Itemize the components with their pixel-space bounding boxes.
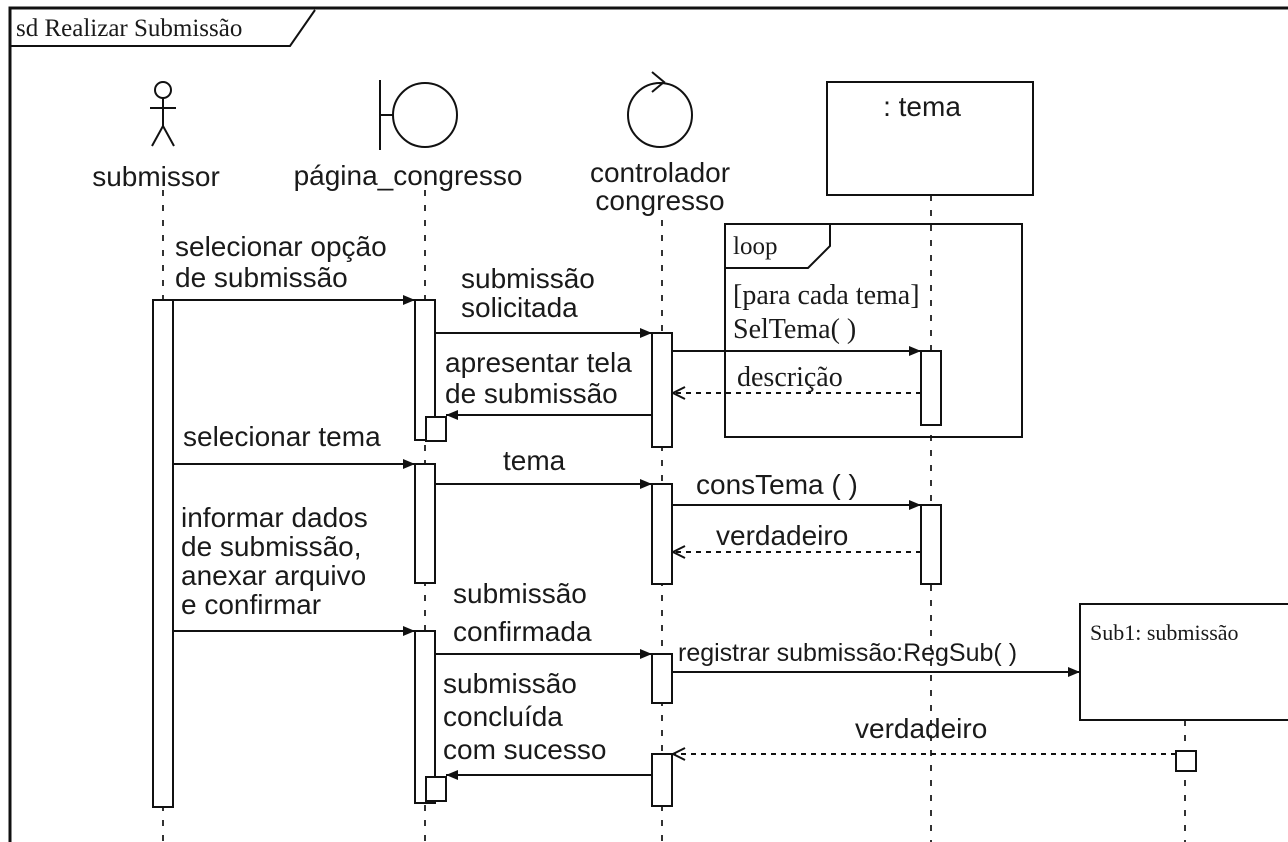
activation-controlador-2 (651, 483, 673, 585)
msg-submissao-concluida-2: concluída (443, 701, 563, 732)
object-label-tema: : tema (883, 91, 961, 122)
msg-verdadeiro-2: verdadeiro (855, 713, 987, 744)
actor-icon (150, 81, 176, 147)
activation-submissor (152, 299, 174, 808)
msg-registrar: registrar submissão:RegSub( ) (678, 639, 1017, 667)
msg-tema: tema (503, 445, 566, 476)
activation-tema-1 (920, 350, 942, 426)
msg-verdadeiro-1: verdadeiro (716, 520, 848, 551)
activation-pagina-3-self (425, 776, 447, 802)
activation-controlador-4 (651, 753, 673, 807)
msg-informar-dados-4: e confirmar (181, 589, 321, 620)
msg-selecionar-opcao-2: de submissão (175, 262, 348, 293)
msg-informar-dados-1: informar dados (181, 502, 368, 533)
boundary-icon (379, 80, 458, 150)
msg-informar-dados-3: anexar arquivo (181, 560, 366, 591)
msg-submissao-solicitada-1: submissão (461, 263, 595, 294)
loop-label: loop (733, 233, 777, 260)
lifeline-label-submissor: submissor (92, 161, 220, 192)
msg-informar-dados-2: de submissão, (181, 531, 362, 562)
object-label-sub1: Sub1: submissão (1090, 620, 1239, 645)
activation-sub1 (1175, 750, 1197, 772)
object-box-sub1 (1079, 603, 1288, 721)
frame-border (8, 6, 1288, 842)
loop-guard: [para cada tema] (733, 280, 920, 311)
activation-controlador-3 (651, 653, 673, 704)
msg-seltema: SelTema( ) (733, 314, 856, 345)
control-icon (627, 71, 693, 148)
msg-submissao-confirmada-2: confirmada (453, 616, 592, 647)
frame-title: sd Realizar Submissão (16, 15, 242, 42)
msg-selecionar-tema: selecionar tema (183, 421, 381, 452)
msg-apresentar-tela-2: de submissão (445, 378, 618, 409)
loop-tab (725, 224, 831, 269)
lifeline-label-pagina-congresso: página_congresso (294, 160, 523, 191)
activation-pagina-1-self (425, 416, 447, 442)
lifeline-label-congresso: congresso (595, 185, 724, 216)
msg-submissao-solicitada-2: solicitada (461, 292, 578, 323)
msg-submissao-concluida-3: com sucesso (443, 734, 606, 765)
activation-tema-2 (920, 504, 942, 585)
msg-submissao-concluida-1: submissão (443, 668, 577, 699)
msg-constema: consTema ( ) (696, 469, 858, 500)
activation-pagina-2 (414, 463, 436, 584)
msg-submissao-confirmada-1: submissão (453, 578, 587, 609)
frame-title-tab (10, 9, 316, 47)
msg-apresentar-tela-1: apresentar tela (445, 347, 632, 378)
lifeline-label-controlador: controlador (590, 157, 730, 188)
msg-selecionar-opcao-1: selecionar opção (175, 231, 387, 262)
activation-pagina-3 (414, 630, 436, 804)
object-box-tema (826, 81, 1034, 196)
msg-descricao: descrição (737, 362, 843, 393)
activation-controlador-1 (651, 332, 673, 448)
loop-fragment (724, 223, 1023, 438)
